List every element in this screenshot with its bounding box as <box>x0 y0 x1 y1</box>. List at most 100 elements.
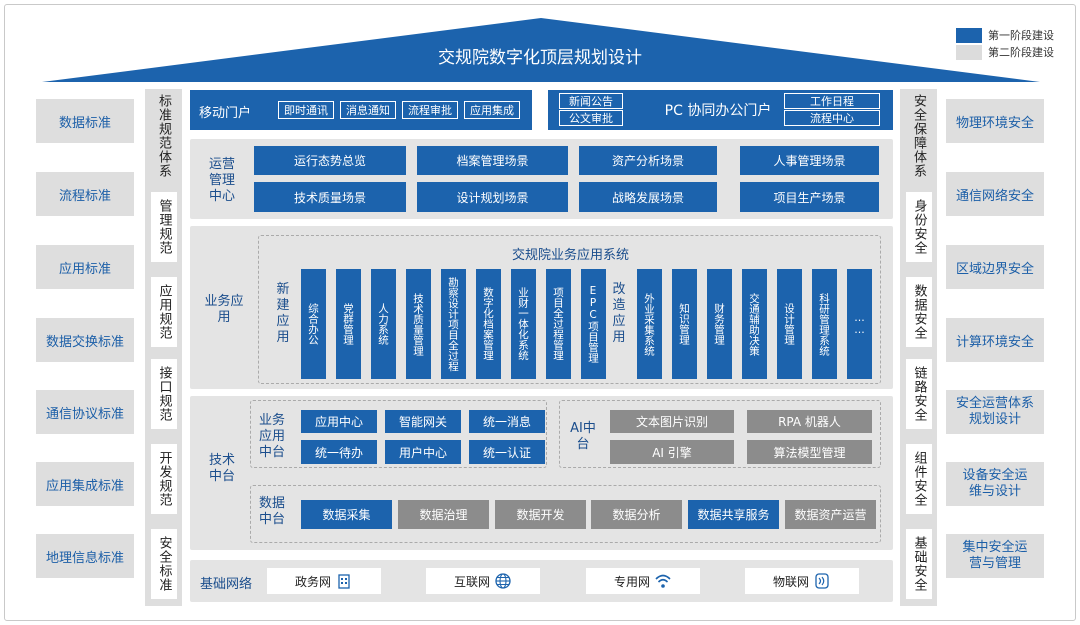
legend-label-phase1: 第一阶段建设 <box>988 29 1054 42</box>
standards-item: 应用规范 <box>151 277 177 347</box>
security-item: 基础安全 <box>906 529 932 599</box>
pc-portal-label: PC 协同办公门户 <box>664 103 772 119</box>
biz-platform-item: 统一待办 <box>301 440 377 464</box>
data-platform-item: 数据资产运营 <box>785 500 876 529</box>
new-app-bar: 数字化档案管理 <box>476 269 501 379</box>
iot-icon <box>815 573 829 589</box>
security-item: 身份安全 <box>906 192 932 262</box>
security-item-text: 组件安全 <box>911 451 927 507</box>
ai-platform-label: AI中台 <box>570 421 596 452</box>
standard-box: 应用标准 <box>36 245 134 289</box>
security-item-text: 数据安全 <box>911 284 927 340</box>
standards-item-text: 应用规范 <box>156 284 172 340</box>
new-app-bar: 勘察设计项目全过程 <box>441 269 466 379</box>
pc-portal: 新闻公告 公文审批 PC 协同办公门户 工作日程 流程中心 <box>548 90 893 130</box>
reform-app-bar-label: 外业采集系统 <box>643 292 655 356</box>
network-item-label: 政务网 <box>294 574 331 589</box>
ops-scene-box: 技术质量场景 <box>254 182 406 212</box>
data-platform-item: 数据共享服务 <box>688 500 779 529</box>
security-item-text: 身份安全 <box>911 199 927 255</box>
network-item-iot: 物联网 <box>745 568 859 594</box>
network-section: 基础网络 政务网 互联网 专用网 物联网 <box>190 560 893 602</box>
standards-system-header: 标准规范体系 <box>145 91 182 181</box>
security-box: 集中安全运营与管理 <box>946 534 1044 578</box>
wifi-icon <box>655 574 671 588</box>
new-app-bar: 业财一体化系统 <box>511 269 536 379</box>
standard-box: 地理信息标准 <box>36 534 134 578</box>
business-system-title: 交规院业务应用系统 <box>511 247 629 263</box>
ops-scene-box: 设计规划场景 <box>417 182 568 212</box>
data-platform-label: 数据中台 <box>258 496 285 527</box>
standards-item-text: 安全标准 <box>156 536 172 592</box>
reform-app-bar-label: 设计管理 <box>783 303 795 345</box>
new-app-bar-label: EPC项目管理 <box>587 285 599 363</box>
reform-app-bar-label: 科研管理系统 <box>818 292 830 356</box>
security-item-text: 链路安全 <box>911 366 927 422</box>
reform-app-bar: 外业采集系统 <box>637 269 662 379</box>
standards-system-header-text: 标准规范体系 <box>156 94 171 178</box>
standards-item: 接口规范 <box>151 359 177 429</box>
network-item-label: 专用网 <box>613 574 650 589</box>
security-item: 链路安全 <box>906 359 932 429</box>
biz-platform-item: 统一认证 <box>469 440 545 464</box>
new-app-bar-label: 技术质量管理 <box>412 292 424 356</box>
security-box: 物理环境安全 <box>946 99 1044 143</box>
reform-app-bar: 设计管理 <box>777 269 802 379</box>
data-platform-item: 数据治理 <box>398 500 489 529</box>
new-app-bar: 技术质量管理 <box>406 269 431 379</box>
ai-platform-item: 文本图片识别 <box>610 410 734 433</box>
legend-label-phase2: 第二阶段建设 <box>988 46 1054 59</box>
standards-item: 开发规范 <box>151 444 177 514</box>
biz-platform-item: 应用中心 <box>301 410 377 433</box>
mobile-portal-item: 应用集成 <box>464 101 520 119</box>
ops-scene-box: 人事管理场景 <box>740 146 879 175</box>
new-app-bar-label: 党群管理 <box>342 303 354 345</box>
security-item-text: 基础安全 <box>911 536 927 592</box>
reform-app-bar-label: 知识管理 <box>678 303 690 345</box>
standards-system-strip: 标准规范体系 管理规范 应用规范 接口规范 开发规范 安全标准 <box>145 89 182 606</box>
network-label: 基础网络 <box>200 577 253 592</box>
tech-platform-label: 技术中台 <box>208 453 235 484</box>
new-app-bar-label: 项目全过程管理 <box>552 287 564 361</box>
ai-platform-item: AI 引擎 <box>610 440 734 464</box>
pc-portal-item: 工作日程 <box>784 93 880 109</box>
new-app-bar-label: 综合办公 <box>307 303 319 345</box>
building-icon <box>338 574 350 589</box>
globe-icon <box>495 573 511 589</box>
standard-box: 数据交换标准 <box>36 318 134 362</box>
ai-platform-item: RPA 机器人 <box>747 410 872 433</box>
mobile-portal: 移动门户 即时通讯 消息通知 流程审批 应用集成 <box>190 90 532 130</box>
new-app-bar: 党群管理 <box>336 269 361 379</box>
new-app-bar-label: 业财一体化系统 <box>517 287 529 361</box>
ops-scene-box: 档案管理场景 <box>417 146 568 175</box>
ops-center-label: 运营管理中心 <box>208 157 235 204</box>
diagram-frame <box>4 4 1076 621</box>
roof-shape <box>42 18 1040 82</box>
security-box: 安全运营体系规划设计 <box>946 390 1044 434</box>
reform-app-bar: …… <box>847 269 872 379</box>
ops-scene-box: 项目生产场景 <box>740 182 879 212</box>
security-box: 设备安全运维与设计 <box>946 462 1044 506</box>
security-item: 组件安全 <box>906 444 932 514</box>
security-box: 区域边界安全 <box>946 245 1044 289</box>
network-item-gov: 政务网 <box>267 568 381 594</box>
business-app-section: 业务应用 交规院业务应用系统 新建应用 综合办公党群管理人力系统技术质量管理勘察… <box>190 226 893 389</box>
business-app-system: 交规院业务应用系统 新建应用 综合办公党群管理人力系统技术质量管理勘察设计项目全… <box>258 235 881 384</box>
new-app-bar: 项目全过程管理 <box>546 269 571 379</box>
reform-app-bar: 交通辅助决策 <box>742 269 767 379</box>
reform-app-bar: 知识管理 <box>672 269 697 379</box>
ops-center-section: 运营管理中心 运行态势总览 档案管理场景 资产分析场景 人事管理场景 技术质量场… <box>190 139 893 219</box>
legend-swatch-phase2 <box>956 44 982 60</box>
mobile-portal-label: 移动门户 <box>199 106 252 121</box>
mobile-portal-item: 消息通知 <box>340 101 396 119</box>
reform-app-bar-label: 交通辅助决策 <box>748 292 760 356</box>
pc-portal-item: 新闻公告 <box>559 93 623 109</box>
data-middle-platform: 数据中台 数据采集 数据治理 数据开发 数据分析 数据共享服务 数据资产运营 <box>250 485 881 543</box>
reform-app-bar-label: …… <box>853 312 866 336</box>
security-box: 计算环境安全 <box>946 318 1044 362</box>
new-app-bar-label: 数字化档案管理 <box>482 287 494 361</box>
standards-item-text: 管理规范 <box>156 199 172 255</box>
reform-apps-label: 改造应用 <box>612 282 626 345</box>
security-system-header-text: 安全保障体系 <box>911 94 926 178</box>
network-item-label: 互联网 <box>453 574 490 589</box>
